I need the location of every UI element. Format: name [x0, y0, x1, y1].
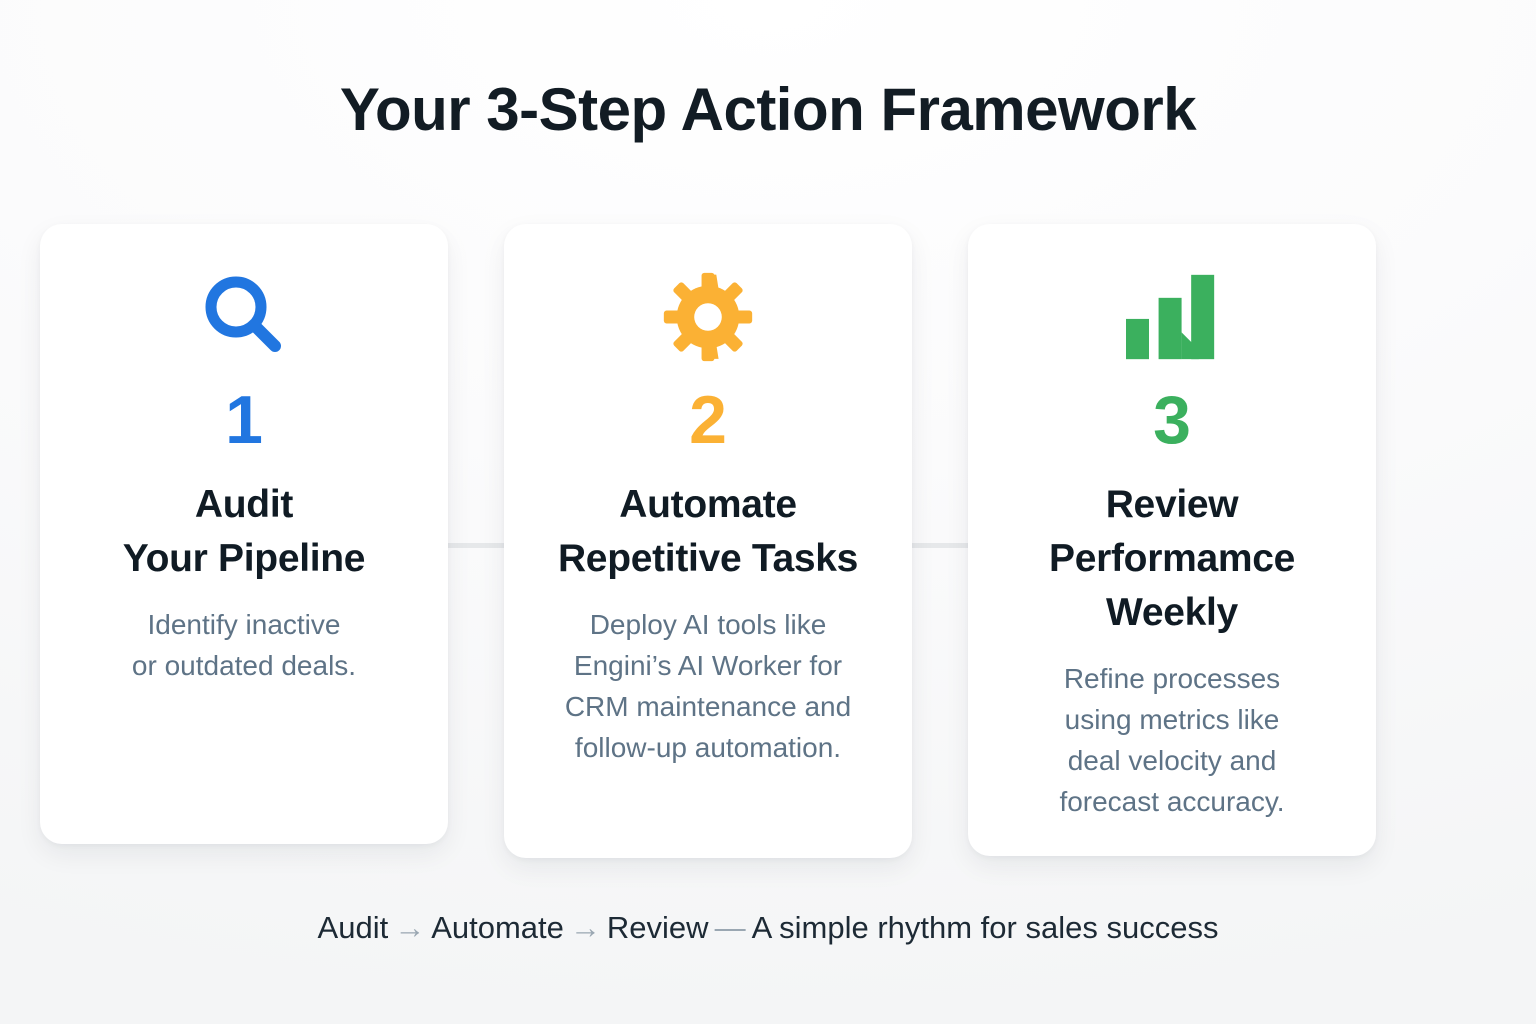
- connector-line-step2-step3: [896, 543, 992, 548]
- steps-row: 1 Audit Your Pipeline Identify inactive …: [40, 224, 1376, 858]
- step-card-audit[interactable]: 1 Audit Your Pipeline Identify inactive …: [40, 224, 448, 844]
- step-number: 2: [689, 382, 727, 458]
- gear-icon: [662, 272, 754, 362]
- footer-step-3: Review: [606, 910, 709, 945]
- footer-tagline: A simple rhythm for sales success: [751, 910, 1219, 945]
- magnifier-icon: [196, 274, 292, 360]
- footer-dash: —: [714, 910, 746, 945]
- step-title: Review Performamce Weekly: [1049, 483, 1295, 634]
- connector-line-step1-step2: [432, 543, 528, 548]
- step-title: Audit Your Pipeline: [122, 483, 366, 580]
- footer-arrow-2-icon: →: [569, 910, 601, 945]
- step-number: 3: [1153, 382, 1191, 458]
- step-description: Identify inactive or outdated deals.: [131, 609, 357, 681]
- step-number: 1: [225, 382, 263, 458]
- footer-step-1: Audit: [317, 910, 389, 945]
- page-title: Your 3-Step Action Framework: [339, 76, 1197, 143]
- step-description: Refine processes using metrics like deal…: [1059, 663, 1285, 817]
- bar-chart-icon: [1124, 274, 1220, 360]
- footer-caption: Audit→Automate→Review—A simple rhythm fo…: [0, 905, 1536, 951]
- footer-step-2: Automate: [431, 910, 564, 945]
- step-card-review[interactable]: 3 Review Performamce Weekly Refine proce…: [968, 224, 1376, 856]
- step-description: Deploy AI tools like Engini’s AI Worker …: [564, 609, 852, 763]
- step-title: Automate Repetitive Tasks: [557, 483, 859, 580]
- footer-arrow-1-icon: →: [394, 910, 426, 945]
- step-card-automate[interactable]: 2 Automate Repetitive Tasks Deploy AI to…: [504, 224, 912, 858]
